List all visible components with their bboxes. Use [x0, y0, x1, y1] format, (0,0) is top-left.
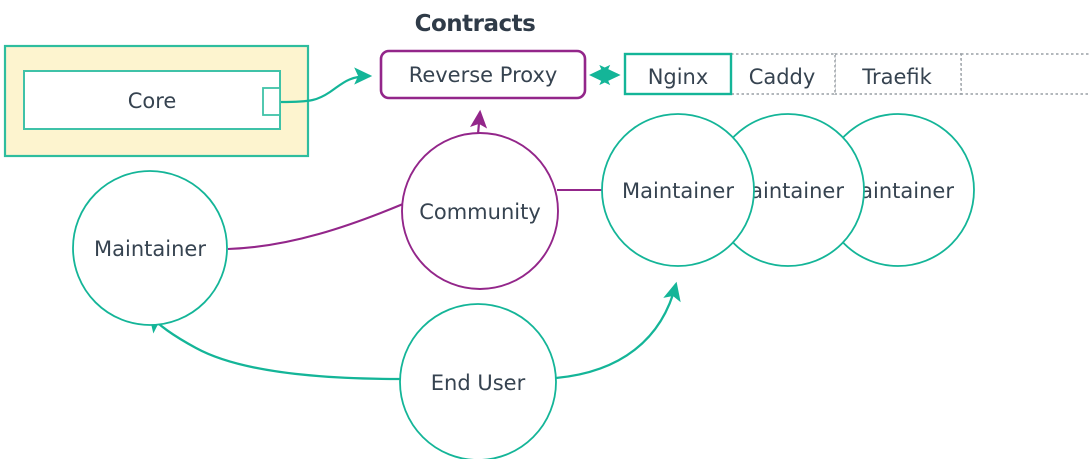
maintainer-1-node[interactable]: Maintainer	[601, 113, 755, 267]
option-label-caddy: Caddy	[749, 65, 816, 89]
edge-path-community-maintainer-left	[227, 203, 404, 251]
option-cell-traefik[interactable]	[834, 53, 962, 95]
maintainer-left-circle[interactable]	[72, 170, 228, 326]
maintainer-left-node[interactable]: Maintainer	[72, 170, 228, 326]
core-label: Core	[128, 89, 177, 113]
edge-path-community-proxy	[470, 109, 488, 135]
option-cell-nginx[interactable]	[623, 52, 733, 96]
option-cell-caddy[interactable]	[730, 53, 836, 95]
core-port-handle[interactable]	[262, 87, 281, 116]
contract-options-row: Traefik Caddy Nginx	[623, 52, 1090, 96]
edge-community-to-maintainer-left	[227, 203, 404, 251]
reverse-proxy-label: Reverse Proxy	[409, 63, 558, 87]
maintainer-2-node[interactable]: Maintainer	[711, 113, 865, 267]
option-label-traefik: Traefik	[861, 65, 932, 89]
edge-core-to-reverse-proxy	[280, 67, 373, 104]
core-node[interactable]: Core	[23, 70, 281, 130]
edge-end-user-to-maintainer-1	[555, 281, 681, 380]
option-cell-empty[interactable]	[960, 53, 1090, 95]
end-user-circle[interactable]	[399, 303, 557, 459]
community-circle[interactable]	[401, 132, 559, 290]
core-box[interactable]	[23, 70, 281, 130]
community-label: Community	[419, 200, 541, 224]
community-node[interactable]: Community	[401, 132, 559, 290]
maintainer-left-label: Maintainer	[94, 237, 206, 261]
reverse-proxy-node[interactable]: Reverse Proxy	[379, 49, 587, 100]
end-user-label: End User	[431, 371, 526, 395]
reverse-proxy-box[interactable]	[379, 49, 587, 100]
contracts-title: Contracts	[415, 11, 536, 37]
edge-path-core-proxy	[280, 67, 373, 104]
option-label-nginx: Nginx	[648, 65, 709, 89]
edge-path-enduser-maintainer-left	[148, 313, 401, 381]
maintainer-1-circle[interactable]	[601, 113, 755, 267]
end-user-node[interactable]: End User	[399, 303, 557, 459]
maintainer-1-label: Maintainer	[622, 179, 734, 203]
edge-end-user-to-maintainer-left	[148, 313, 401, 381]
edge-community-to-reverse-proxy	[470, 109, 488, 135]
edge-path-enduser-maintainer-1	[555, 281, 681, 380]
